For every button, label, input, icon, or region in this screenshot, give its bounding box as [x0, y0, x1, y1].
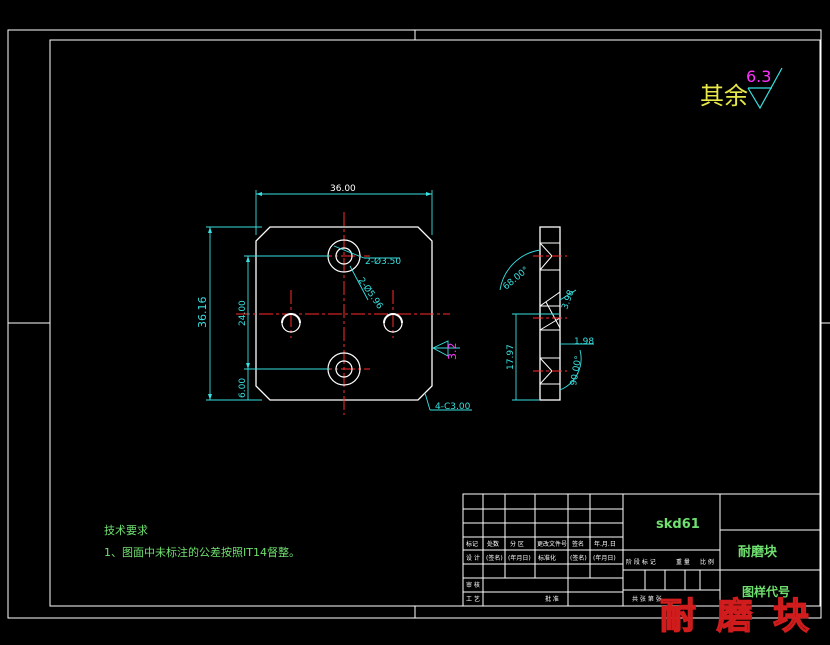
surface-finish-value: 6.3	[746, 67, 771, 86]
tb-scale-label: 比 例	[700, 558, 714, 566]
dim-side-1-98: 1.98	[574, 337, 594, 347]
centering-marks	[8, 30, 830, 618]
tb-label-mark: 标记	[466, 540, 478, 548]
tb-label-standard: 标准化	[538, 554, 556, 562]
tb-label-approve: 批 准	[545, 595, 559, 603]
dim-inner-24: 24.00	[238, 300, 248, 326]
tb-label-count: 处数	[487, 540, 499, 548]
tech-req-title: 技术要求	[104, 524, 148, 537]
front-dimension-arrows	[208, 192, 432, 400]
side-view: 68.00° 3.98 1.98 17.97 90.00°	[499, 226, 594, 401]
side-center-lines	[533, 255, 567, 372]
inner-frame-border	[49, 39, 821, 607]
tb-label-date: 年.月.日	[594, 540, 616, 548]
watermark-text: 耐 磨 块	[660, 595, 813, 637]
tb-label-sign: 签名	[572, 540, 584, 548]
surface-finish-text: 其余	[700, 82, 748, 110]
tb-label-sign-3: (签名)	[570, 554, 587, 562]
hole-top-inner	[335, 247, 353, 265]
tb-sheet-label: 共 张 第 张	[632, 595, 662, 603]
side-view-outline	[539, 226, 561, 401]
front-view-outline	[255, 226, 433, 401]
hole-bottom-inner	[335, 360, 353, 378]
dim-angle-bottom: 90.00°	[569, 355, 584, 387]
side-view-details	[539, 242, 561, 385]
dim-hole-large: 2-Ø3.50	[365, 256, 401, 267]
surface-finish-symbol	[747, 67, 783, 110]
dim-side-3-98: 3.98	[560, 289, 576, 312]
tb-label-review: 审 核	[466, 581, 480, 589]
dim-hole-small: 2-Ø5.96	[356, 275, 386, 311]
technical-requirements: 技术要求 1、图面中未标注的公差按照IT14督整。	[104, 524, 300, 559]
title-block-row2: 设 计 (签名) (年月日) 标准化 (签名) (年月日)	[466, 554, 616, 562]
dim-height-left: 36.16	[196, 297, 209, 329]
title-block: 标记 处数 分 区 更改文件号 签名 年.月.日 设 计 (签名) (年月日) …	[462, 493, 821, 607]
tb-label-zone: 分 区	[510, 540, 524, 548]
dim-chamfer: 4-C3.00	[435, 402, 471, 412]
dim-angle-top: 68.00°	[502, 265, 532, 292]
title-block-grid	[462, 493, 821, 607]
tb-stage-labels: 阶 段 标 记	[626, 558, 656, 566]
side-dimension-lines	[499, 249, 594, 401]
tb-material: skd61	[656, 517, 700, 532]
tb-label-date-2: (年月日)	[508, 554, 531, 562]
tb-label-process: 工 艺	[466, 595, 480, 603]
dim-side-17-97: 17.97	[506, 344, 516, 370]
hole-left-thread	[281, 313, 301, 324]
dim-width-top: 36.00	[330, 184, 356, 194]
tb-label-date-3: (年月日)	[593, 554, 616, 562]
tb-label-sign-2: (签名)	[486, 554, 503, 562]
tb-part-name: 耐磨块	[738, 544, 778, 560]
front-view: 36.00 36.16 24.00 6.00 2-Ø3.50 2-Ø5.96 4…	[196, 184, 472, 415]
title-block-row1: 标记 处数 分 区 更改文件号 签名 年.月.日	[466, 540, 616, 548]
tb-weight-label: 重 量	[676, 558, 690, 566]
dim-roughness-side: 3.2	[446, 343, 459, 361]
surface-finish-note: 其余 6.3	[700, 67, 783, 110]
tech-req-line1: 1、图面中未标注的公差按照IT14督整。	[104, 545, 300, 559]
hole-right-thread	[383, 313, 403, 324]
tb-label-change-doc: 更改文件号	[537, 540, 567, 548]
front-dimension-lines	[206, 190, 472, 411]
dim-inner-6: 6.00	[238, 378, 248, 398]
tb-label-design: 设 计	[466, 554, 480, 562]
tb-drawing-code: 图样代号	[742, 584, 790, 599]
